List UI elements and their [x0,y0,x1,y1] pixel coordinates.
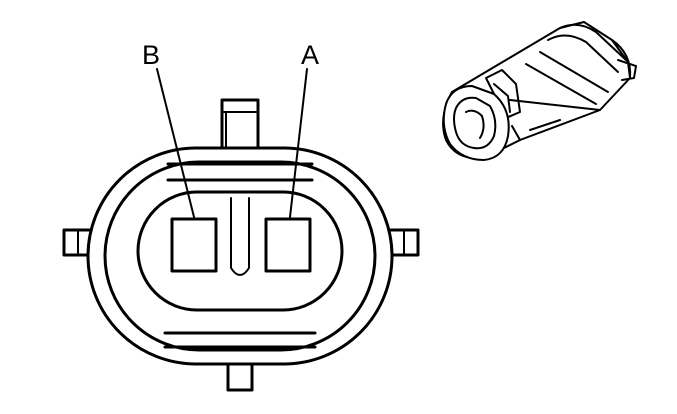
bottom-ridge [163,331,317,349]
key-slot [230,197,250,276]
leader-line-b [156,68,195,218]
inner-rim [103,160,377,352]
top-locking-tab [220,98,260,152]
leader-line-a [289,68,308,218]
terminal-b [170,217,218,273]
pin-label-b: B [142,40,160,70]
connector-face-view: B A [62,40,420,392]
terminal-a [264,217,312,273]
connector-isometric-view [442,21,637,161]
pin-label-a: A [301,40,319,70]
terminal-cavity [136,190,344,312]
top-ridge [166,162,314,182]
iso-front-opening [453,96,497,150]
